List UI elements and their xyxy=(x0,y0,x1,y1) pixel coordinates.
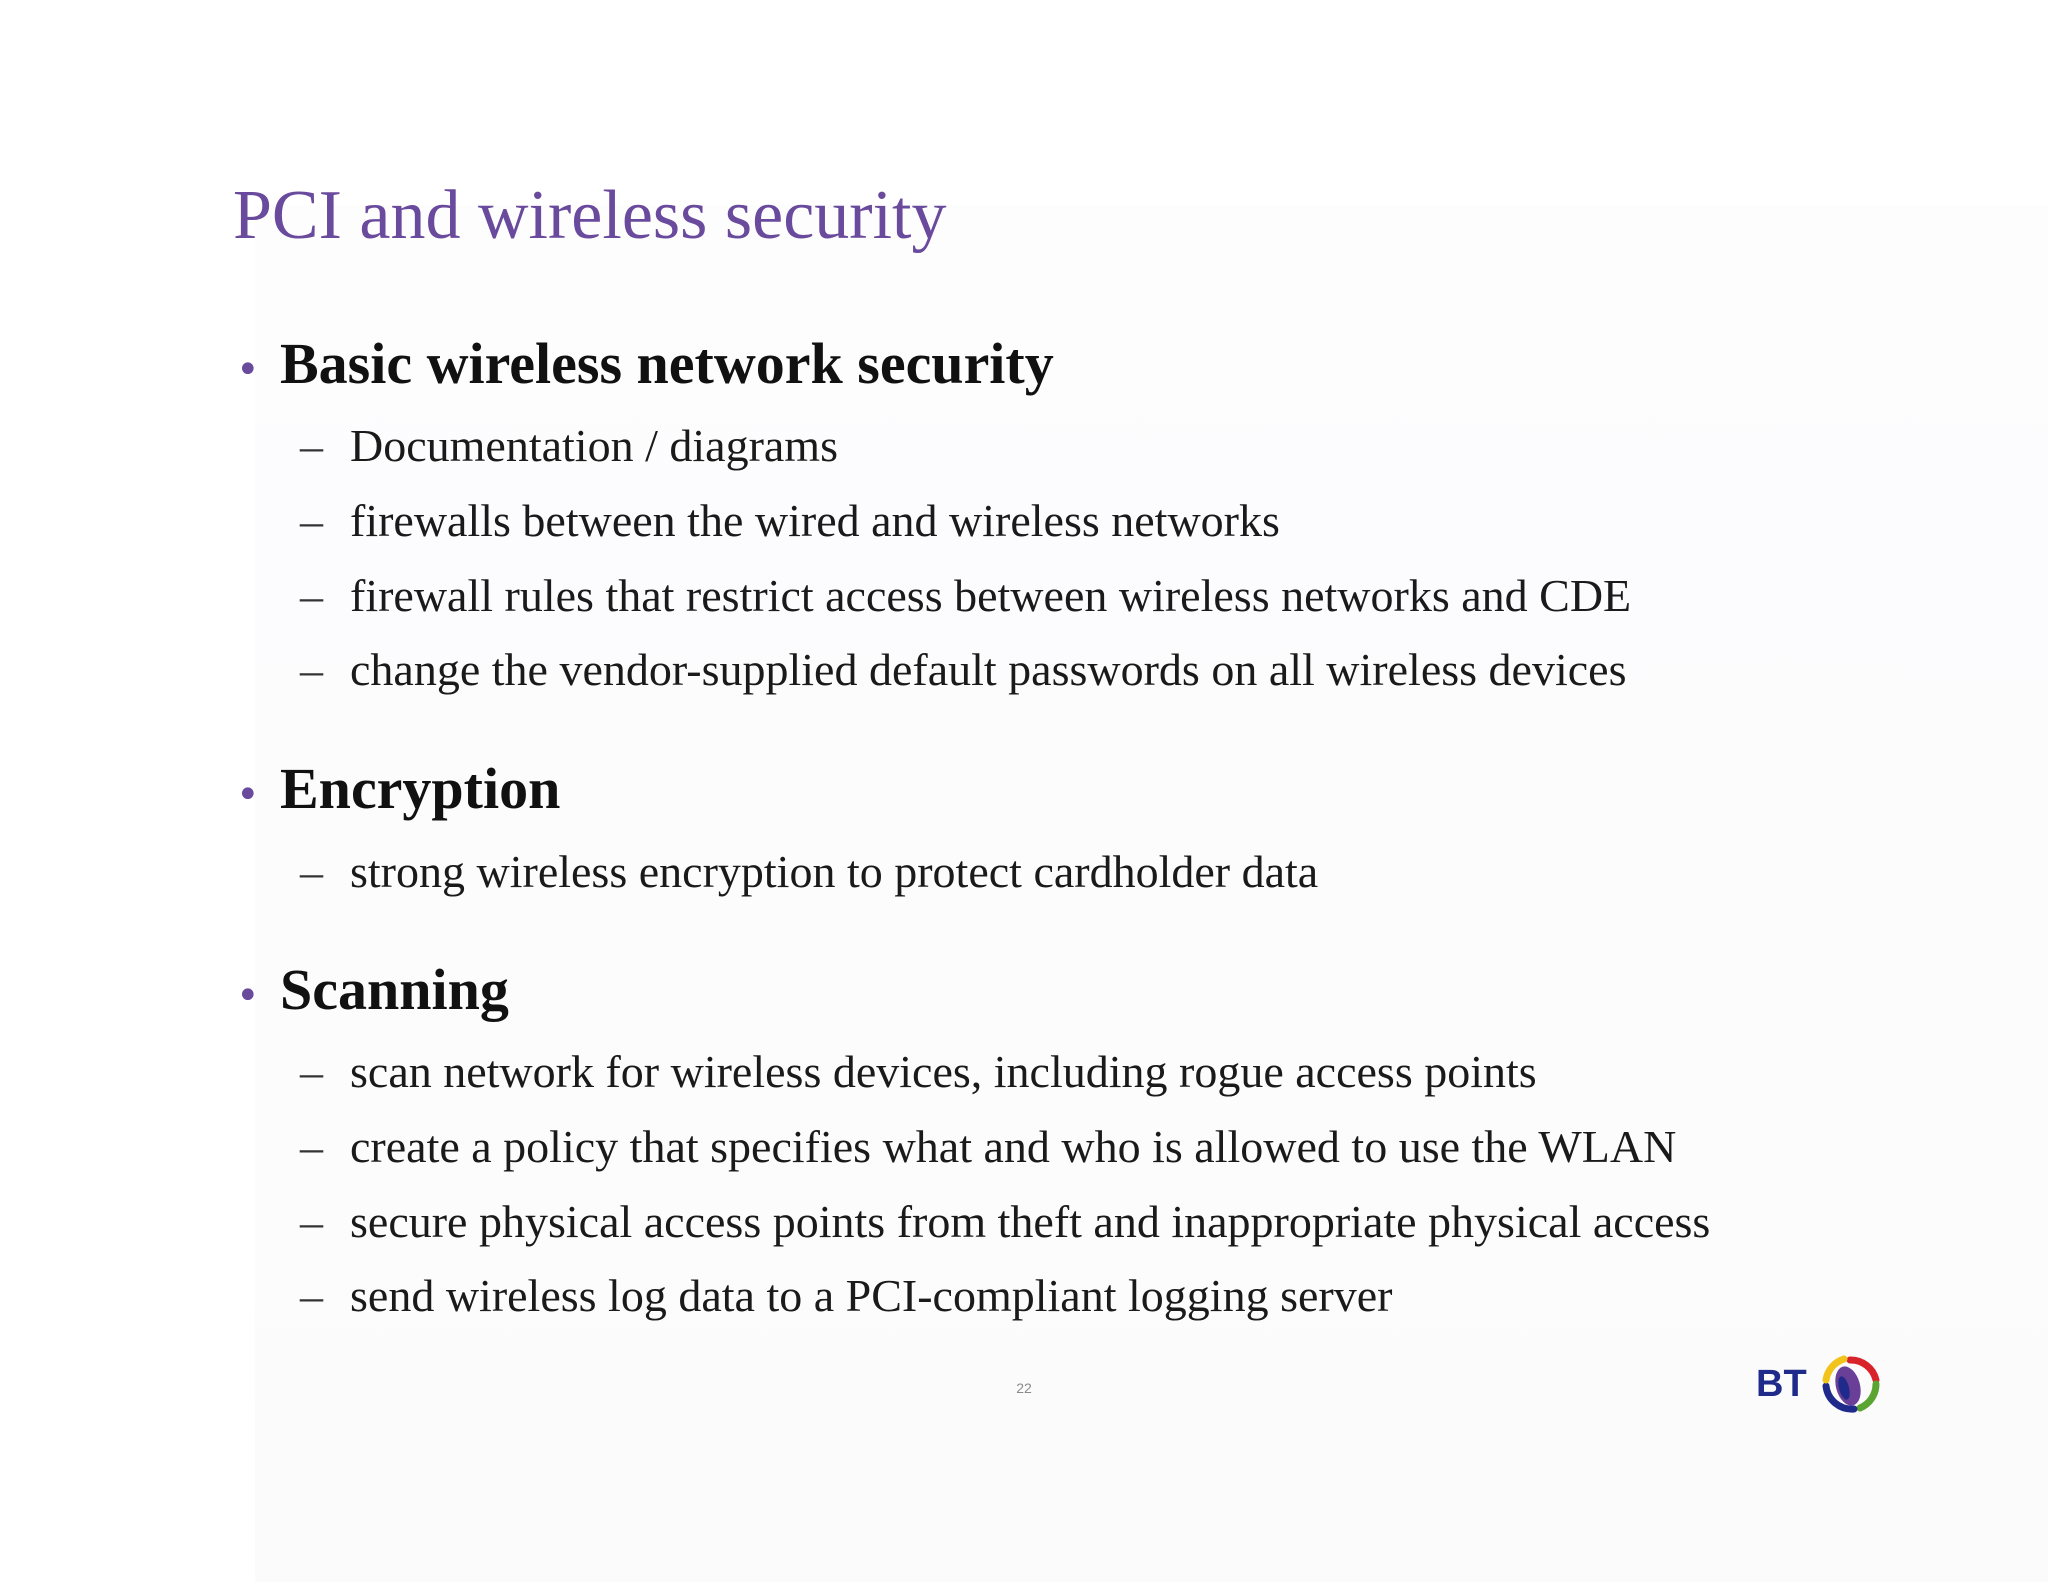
sub-item-text: firewall rules that restrict access betw… xyxy=(350,570,1632,621)
dash-icon: – xyxy=(300,570,323,621)
sub-item-text: scan network for wireless devices, inclu… xyxy=(350,1046,1537,1097)
page-number: 22 xyxy=(1016,1380,1032,1396)
sub-item: – firewalls between the wired and wirele… xyxy=(300,494,1280,547)
sub-item: – strong wireless encryption to protect … xyxy=(300,845,1318,898)
sub-item: – change the vendor-supplied default pas… xyxy=(300,643,1626,696)
bullet-dot-icon: • xyxy=(236,347,260,393)
sub-item-text: send wireless log data to a PCI-complian… xyxy=(350,1270,1393,1321)
sub-item-text: change the vendor-supplied default passw… xyxy=(350,644,1627,695)
bullet-scanning: • Scanning xyxy=(236,956,509,1023)
bullet-heading: Basic wireless network security xyxy=(280,331,1054,396)
bt-logo-text: BT xyxy=(1756,1363,1807,1405)
dash-icon: – xyxy=(300,495,323,546)
sub-item: – Documentation / diagrams xyxy=(300,419,838,472)
sub-item: – secure physical access points from the… xyxy=(300,1195,1710,1248)
bullet-heading: Scanning xyxy=(280,957,509,1022)
sub-item-text: strong wireless encryption to protect ca… xyxy=(350,846,1319,897)
bullet-heading: Encryption xyxy=(280,756,561,821)
bullet-encryption: • Encryption xyxy=(236,755,560,822)
bullet-basic-wireless-network-security: • Basic wireless network security xyxy=(236,330,1054,397)
dash-icon: – xyxy=(300,1196,323,1247)
dash-icon: – xyxy=(300,1121,323,1172)
sub-item: – scan network for wireless devices, inc… xyxy=(300,1045,1537,1098)
bt-logo-icon: BT xyxy=(1756,1355,1880,1413)
slide-background xyxy=(255,205,2048,1582)
dash-icon: – xyxy=(300,420,323,471)
sub-item: – create a policy that specifies what an… xyxy=(300,1120,1676,1173)
dash-icon: – xyxy=(300,846,323,897)
bullet-dot-icon: • xyxy=(236,973,260,1019)
sub-item: – firewall rules that restrict access be… xyxy=(300,569,1631,622)
dash-icon: – xyxy=(300,1270,323,1321)
bullet-dot-icon: • xyxy=(236,772,260,818)
sub-item-text: Documentation / diagrams xyxy=(350,420,838,471)
sub-item: – send wireless log data to a PCI-compli… xyxy=(300,1269,1392,1322)
bt-globe-icon xyxy=(1822,1355,1880,1413)
sub-item-text: create a policy that specifies what and … xyxy=(350,1121,1677,1172)
sub-item-text: secure physical access points from theft… xyxy=(350,1196,1711,1247)
dash-icon: – xyxy=(300,644,323,695)
dash-icon: – xyxy=(300,1046,323,1097)
sub-item-text: firewalls between the wired and wireless… xyxy=(350,495,1280,546)
slide-title: PCI and wireless security xyxy=(233,177,947,254)
